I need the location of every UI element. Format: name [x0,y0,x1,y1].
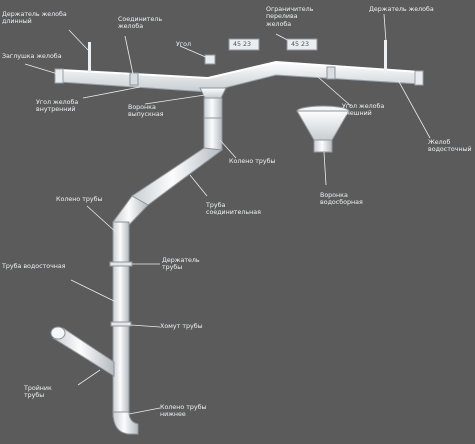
label-pipe-clamp: Хомут трубы [160,323,203,330]
holder-long-2 [384,40,387,73]
gutter-run [54,38,424,93]
gutter-tag-2 [286,38,318,51]
label-corner: Угол [176,41,192,48]
downpipe-assembly [50,117,224,435]
outlet-funnel [199,87,227,119]
corner-tag [204,54,216,65]
label-plug-gutter: Заглушка желоба [2,53,62,60]
gutter-connector [129,72,139,86]
pipe-holder-bracket [109,261,133,267]
label-pipe-knee-left: Колено трубы [56,196,103,203]
leader-lines [24,13,431,415]
label-gutter-tag-1: 45 23 [233,41,252,48]
gutter-end-cap-right [414,70,424,86]
label-gutter-tag-2: 45 23 [291,41,310,48]
gutter-tag-1 [228,38,260,51]
label-downpipe: Труба водосточная [2,263,66,270]
pipe-knee-bottom [112,411,139,435]
pipe-clamp-ring [110,321,132,327]
holder-long-1 [88,42,91,72]
gutter-end-cap-left [54,68,64,84]
label-pipe-knee-upper: Колено трубы [229,158,276,165]
label-holder-right: Держатель желоба [369,6,434,13]
gutter-connector-right [326,66,336,80]
collector-funnel [296,105,350,153]
